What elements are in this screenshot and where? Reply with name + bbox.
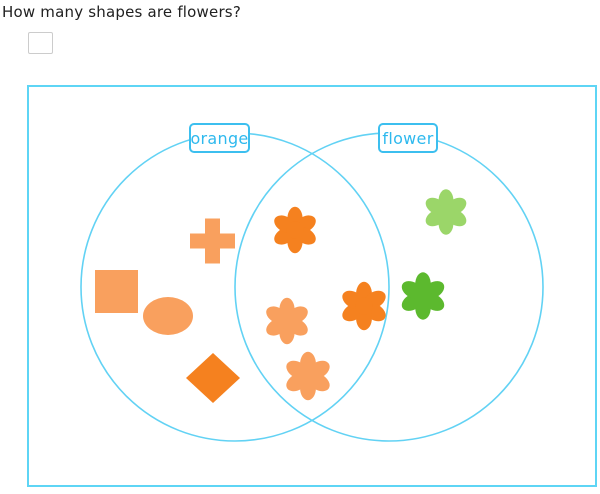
flower-shape — [342, 281, 386, 331]
venn-svg — [80, 132, 544, 442]
set-label-flower-text: flower — [382, 128, 434, 148]
ellipse-shape — [143, 297, 193, 335]
cross-shape — [190, 218, 235, 264]
diamond-shape — [186, 353, 240, 403]
flower-shape — [286, 351, 330, 401]
set-label-orange: orange — [189, 123, 250, 153]
question-text: How many shapes are flowers? — [2, 3, 241, 21]
square-shape — [95, 270, 138, 313]
set-label-orange-text: orange — [190, 128, 249, 148]
answer-input[interactable] — [28, 32, 53, 54]
set-label-flower: flower — [378, 123, 438, 153]
flower-shape — [274, 206, 316, 254]
flower-shape — [401, 272, 445, 320]
flower-shape — [266, 297, 308, 345]
flower-shape — [425, 189, 467, 235]
venn-diagram-frame: orange flower — [27, 85, 597, 487]
